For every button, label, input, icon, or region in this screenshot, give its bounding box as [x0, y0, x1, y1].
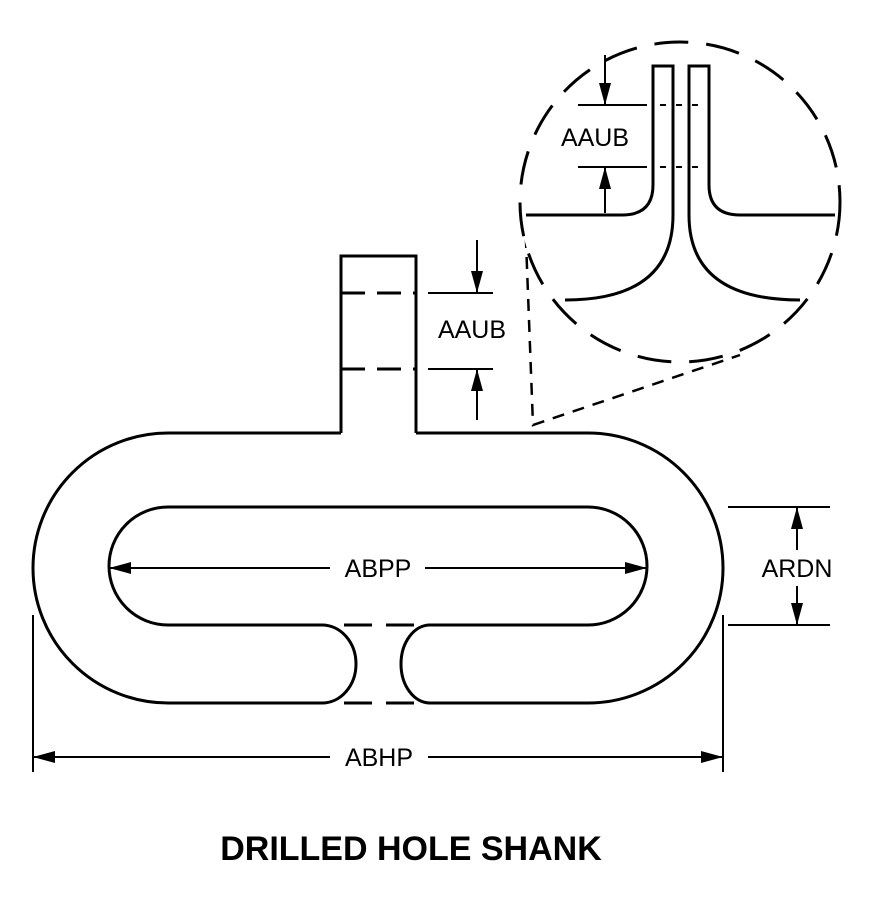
diagram-title: DRILLED HOLE SHANK — [220, 830, 602, 868]
abpp-label: ABPP — [345, 555, 412, 583]
gap-left-curve — [321, 623, 358, 705]
detail-circle-outline — [518, 40, 842, 364]
tab-outline — [339, 254, 418, 433]
aaub-label: AAUB — [438, 316, 506, 344]
detail-aaub-label: AAUB — [561, 124, 629, 152]
abhp-label: ABHP — [345, 744, 413, 772]
detail-circle — [520, 42, 840, 362]
gap-right-curve — [399, 623, 431, 705]
shank-outline — [31, 431, 725, 705]
inner-slot-outline — [107, 505, 649, 627]
detail-leader-lines — [523, 214, 741, 427]
detail-right-stem — [687, 64, 835, 302]
detail-left-stem — [526, 64, 675, 302]
ardn-label: ARDN — [762, 555, 833, 583]
